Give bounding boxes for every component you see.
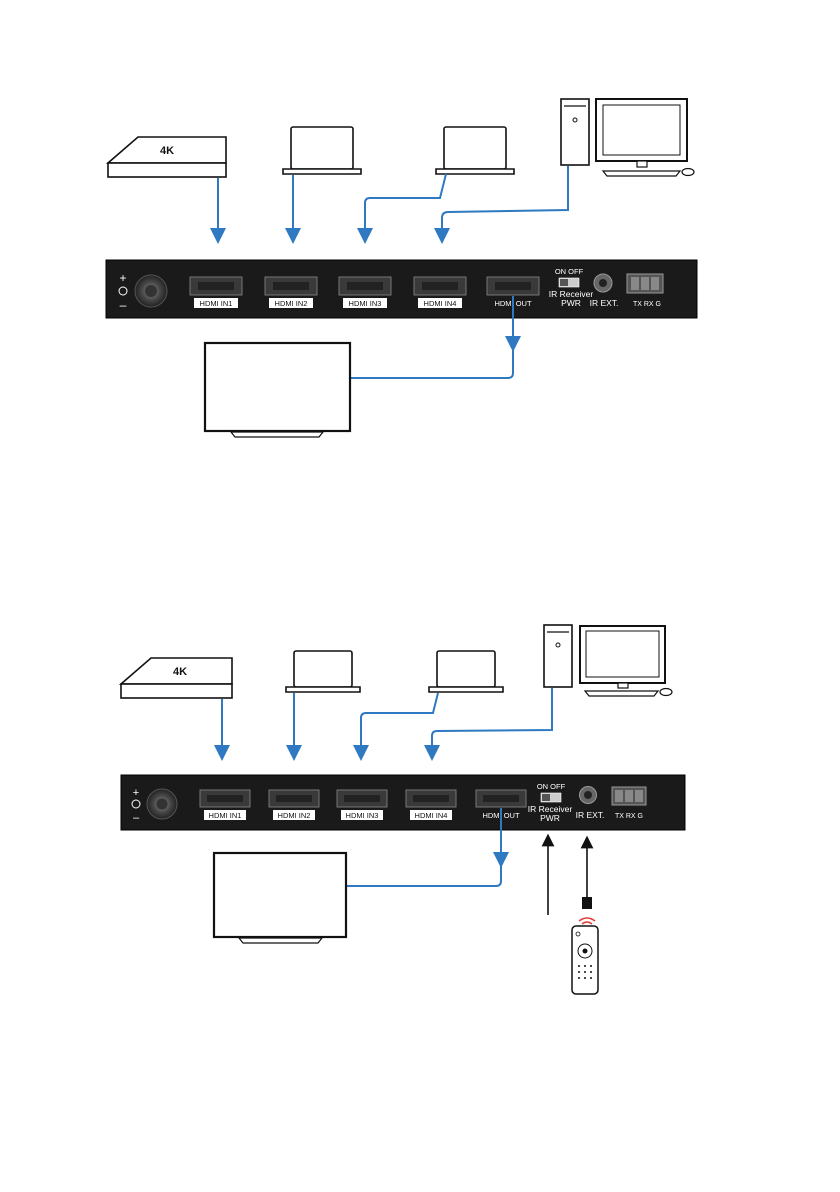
hdmi-in2-port: HDMI IN2	[265, 277, 317, 308]
laptop-icon	[283, 127, 361, 174]
pwr-label: PWR	[561, 298, 581, 308]
laptop-icon	[436, 127, 514, 174]
source-box-badge: 4K	[160, 145, 174, 157]
set-top-box-icon: 4K	[121, 658, 232, 698]
ir-receiver-icon	[582, 897, 592, 909]
desktop-computer-icon	[544, 625, 572, 687]
rs232-label: TX RX G	[615, 813, 643, 820]
rs232-label: TX RX G	[633, 301, 661, 308]
laptop-icon	[429, 651, 503, 692]
laptop-icon	[286, 651, 360, 692]
tv-icon	[214, 853, 346, 943]
hdmi-in4-label: HDMI IN4	[424, 299, 457, 308]
switch-state-label: ON OFF	[537, 782, 566, 791]
hdmi-in4-label: HDMI IN4	[415, 811, 448, 820]
power-plus-label: +	[133, 787, 139, 799]
source-box-badge: 4K	[173, 666, 187, 678]
hdmi-in1-port: HDMI IN1	[190, 277, 242, 308]
hdmi-in2-port: HDMI IN2	[269, 790, 319, 820]
hdmi-in4-port: HDMI IN4	[406, 790, 456, 820]
hdmi-in4-port: HDMI IN4	[414, 277, 466, 308]
set-top-box-icon: 4K	[108, 137, 226, 177]
switch-state-label: ON OFF	[555, 267, 584, 276]
power-plus-label: +	[119, 271, 126, 285]
hdmi-in1-label: HDMI IN1	[209, 811, 242, 820]
hdmi-in3-port: HDMI IN3	[339, 277, 391, 308]
pwr-label: PWR	[540, 813, 560, 823]
hdmi-in2-label: HDMI IN2	[275, 299, 308, 308]
hdmi-in1-port: HDMI IN1	[200, 790, 250, 820]
ir-signal-lines	[548, 840, 587, 915]
hdmi-in3-label: HDMI IN3	[349, 299, 382, 308]
switcher-unit: + – HDMI IN1 HDMI IN2 HDMI IN3	[121, 775, 685, 830]
power-minus-label: –	[120, 298, 127, 312]
switcher-unit: + – HDMI IN1 HDMI IN2 HDM	[106, 260, 697, 318]
diagram-top: 4K + –	[106, 99, 697, 437]
rs232-terminal: TX RX G	[612, 787, 646, 820]
ir-ext-label: IR EXT.	[590, 298, 619, 308]
monitor-icon	[596, 99, 694, 176]
desktop-computer-icon	[561, 99, 589, 165]
monitor-icon	[580, 626, 672, 696]
diagram-bottom: 4K + –	[121, 625, 685, 994]
hdmi-in1-label: HDMI IN1	[200, 299, 233, 308]
hdmi-in3-port: HDMI IN3	[337, 790, 387, 820]
hdmi-in3-label: HDMI IN3	[346, 811, 379, 820]
ir-ext-label: IR EXT.	[576, 810, 605, 820]
tv-icon	[205, 343, 350, 437]
rs232-terminal: TX RX G	[627, 274, 663, 308]
power-minus-label: –	[133, 812, 140, 824]
hdmi-in2-label: HDMI IN2	[278, 811, 311, 820]
remote-control-icon	[572, 918, 598, 994]
